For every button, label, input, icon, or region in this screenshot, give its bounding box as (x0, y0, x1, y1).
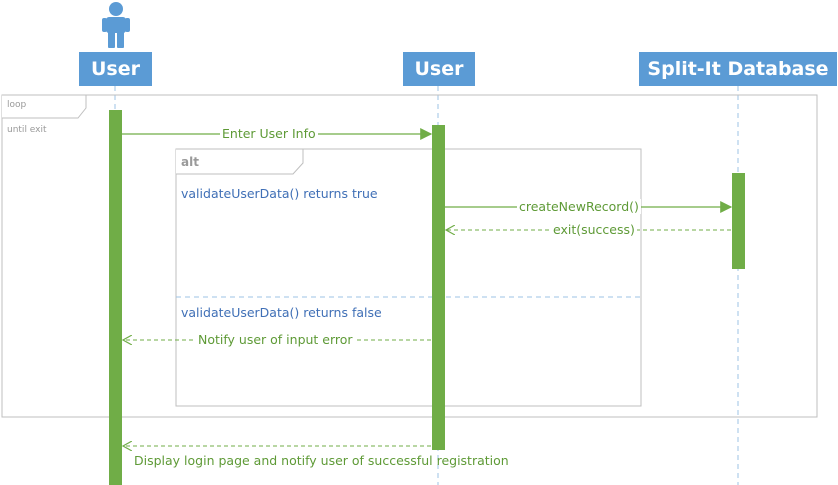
lifeline-header-label: User (414, 58, 464, 80)
alt-label: alt (181, 155, 199, 169)
lifeline-header-label: User (91, 58, 140, 80)
activation-bar-database (732, 173, 745, 269)
message-label-exit-success: exit(success) (551, 222, 637, 237)
message-label-display-login: Display login page and notify user of su… (134, 453, 509, 468)
alt-guard-true: validateUserData() returns true (181, 186, 378, 201)
lifeline-header-user-actor: User (79, 52, 152, 86)
loop-label: loop (7, 100, 27, 110)
activation-bar-user (432, 125, 445, 450)
loop-guard: until exit (7, 125, 47, 135)
alt-guard-false: validateUserData() returns false (181, 305, 382, 320)
loop-fragment (1, 94, 818, 418)
lifeline-header-label: Split-It Database (647, 58, 829, 80)
lifeline-header-user: User (403, 52, 475, 86)
loop-fragment-tab (2, 94, 87, 119)
activation-bar-user-actor (109, 110, 122, 485)
lifeline-header-database: Split-It Database (639, 52, 837, 86)
alt-fragment-tab (176, 148, 304, 175)
message-label-create-record: createNewRecord() (517, 199, 641, 214)
message-label-enter-info: Enter User Info (220, 126, 318, 141)
actor-icon (102, 2, 130, 48)
message-label-notify-error: Notify user of input error (196, 332, 355, 347)
alt-fragment (175, 148, 642, 407)
